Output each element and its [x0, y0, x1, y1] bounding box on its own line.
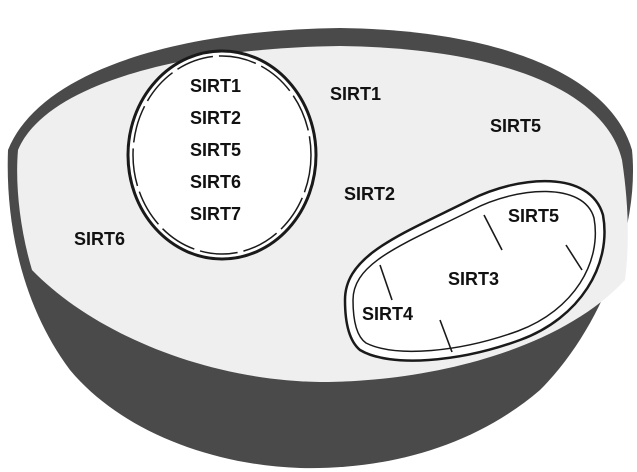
cytoplasm-label-sirt5: SIRT5	[490, 116, 541, 136]
mitochondrion-label-sirt4: SIRT4	[362, 304, 413, 324]
nucleus-label-sirt1: SIRT1	[190, 76, 241, 96]
mitochondrion-crista	[379, 264, 393, 301]
mitochondrion-outer-membrane	[343, 179, 606, 362]
mitochondrion-label-sirt5: SIRT5	[508, 206, 559, 226]
nucleus-label-sirt7: SIRT7	[190, 204, 241, 224]
nucleus-label-sirt2: SIRT2	[190, 108, 241, 128]
mitochondrion-crista	[565, 244, 583, 271]
mitochondrion-crista	[483, 214, 503, 251]
nucleus-label-sirt5: SIRT5	[190, 140, 241, 160]
cytoplasm-label-sirt6: SIRT6	[74, 229, 125, 249]
mitochondrion	[343, 179, 606, 362]
cytoplasm-label-sirt1: SIRT1	[330, 84, 381, 104]
nucleus-envelope-inner	[132, 55, 312, 255]
nucleus-label-sirt6: SIRT6	[190, 172, 241, 192]
cytoplasm-label-sirt2: SIRT2	[344, 184, 395, 204]
mitochondrion-inner-membrane	[352, 190, 596, 353]
nucleus	[126, 49, 318, 261]
mitochondrion-label-sirt3: SIRT3	[448, 269, 499, 289]
mitochondrion-crista	[439, 319, 453, 353]
nucleus-envelope	[126, 49, 318, 261]
